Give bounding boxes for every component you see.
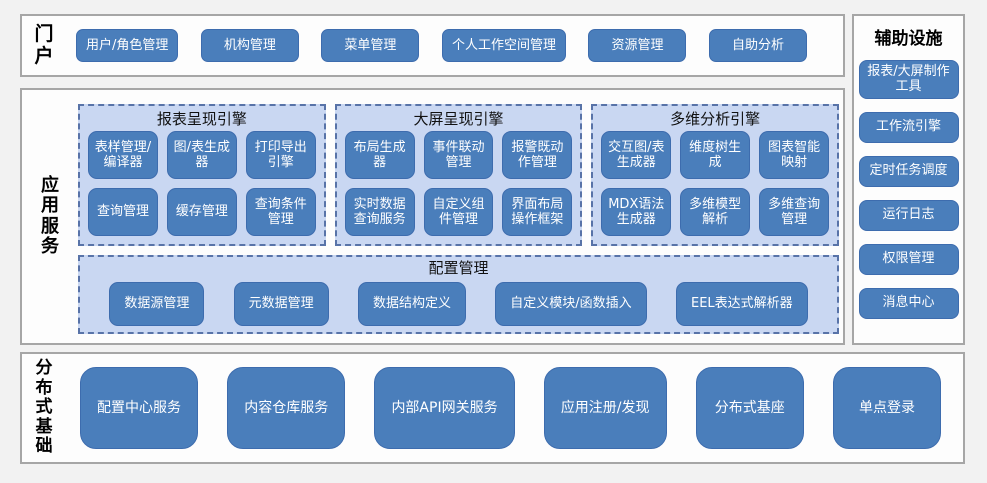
multidim-query-mgmt-button[interactable]: 多维查询管理 — [759, 188, 830, 236]
org-mgmt-button[interactable]: 机构管理 — [200, 29, 299, 62]
self-service-analysis-button[interactable]: 自助分析 — [708, 29, 807, 62]
cache-mgmt-button[interactable]: 缓存管理 — [166, 188, 237, 236]
workflow-engine-button[interactable]: 工作流引擎 — [858, 111, 959, 143]
portal-section-label: 门户 — [34, 23, 54, 67]
config-mgmt-title: 配置管理 — [428, 259, 489, 277]
report-dashboard-authoring-tool-button[interactable]: 报表/大屏制作工具 — [858, 60, 959, 99]
personal-workspace-mgmt-button[interactable]: 个人工作空间管理 — [441, 29, 566, 62]
eel-expression-parser-button[interactable]: EEL表达式解析器 — [676, 281, 808, 326]
print-export-engine-button[interactable]: 打印导出引擎 — [245, 131, 316, 179]
portal-button-row: 用户/角色管理 机构管理 菜单管理 个人工作空间管理 资源管理 自助分析 — [76, 29, 807, 62]
query-condition-mgmt-button[interactable]: 查询条件管理 — [245, 188, 316, 236]
config-mgmt-row: 数据源管理 元数据管理 数据结构定义 自定义模块/函数插入 EEL表达式解析器 — [80, 280, 837, 332]
menu-mgmt-button[interactable]: 菜单管理 — [321, 29, 420, 62]
app-services-section-label: 应用服务 — [41, 175, 59, 257]
engine-row: 报表呈现引擎 表样管理/编译器 图/表生成器 打印导出引擎 查询管理 缓存管理 … — [78, 104, 840, 246]
portal-section: 门户 用户/角色管理 机构管理 菜单管理 个人工作空间管理 资源管理 自助分析 — [20, 14, 845, 77]
chart-table-generator-button[interactable]: 图/表生成器 — [166, 131, 237, 179]
olap-analysis-engine-title: 多维分析引擎 — [670, 110, 761, 128]
internal-api-gateway-service-button[interactable]: 内部API网关服务 — [374, 367, 515, 449]
run-log-button[interactable]: 运行日志 — [858, 199, 959, 231]
alarm-action-mgmt-button[interactable]: 报警既动作管理 — [502, 131, 573, 179]
config-center-service-button[interactable]: 配置中心服务 — [80, 367, 198, 449]
dashboard-engine-grid: 布局生成器 事件联动管理 报警既动作管理 实时数据查询服务 自定义组件管理 界面… — [344, 131, 573, 236]
mdx-syntax-generator-button[interactable]: MDX语法生成器 — [601, 188, 672, 236]
data-structure-definition-button[interactable]: 数据结构定义 — [357, 281, 466, 326]
metadata-mgmt-button[interactable]: 元数据管理 — [233, 281, 329, 326]
custom-module-function-insert-button[interactable]: 自定义模块/函数插入 — [495, 281, 647, 326]
dimension-tree-generation-button[interactable]: 维度树生成 — [680, 131, 751, 179]
distributed-button-row: 配置中心服务 内容仓库服务 内部API网关服务 应用注册/发现 分布式基座 单点… — [80, 367, 941, 449]
app-services-label-column: 应用服务 — [22, 90, 78, 343]
olap-engine-grid: 交互图/表生成器 维度树生成 图表智能映射 MDX语法生成器 多维模型解析 多维… — [601, 131, 830, 236]
report-style-mgmt-compiler-button[interactable]: 表样管理/编译器 — [88, 131, 158, 179]
distributed-base-button[interactable]: 分布式基座 — [695, 367, 804, 449]
message-center-button[interactable]: 消息中心 — [858, 287, 959, 319]
realtime-data-query-service-button[interactable]: 实时数据查询服务 — [344, 188, 415, 236]
datasource-mgmt-button[interactable]: 数据源管理 — [109, 281, 205, 326]
ui-layout-framework-button[interactable]: 界面布局操作框架 — [502, 188, 573, 236]
olap-analysis-engine-group: 多维分析引擎 交互图/表生成器 维度树生成 图表智能映射 MDX语法生成器 多维… — [591, 104, 840, 246]
custom-component-mgmt-button[interactable]: 自定义组件管理 — [423, 188, 494, 236]
app-register-discovery-button[interactable]: 应用注册/发现 — [543, 367, 667, 449]
app-services-section: 应用服务 报表呈现引擎 表样管理/编译器 图/表生成器 打印导出引擎 查询管理 … — [20, 88, 845, 345]
dashboard-rendering-engine-title: 大屏呈现引擎 — [413, 110, 504, 128]
event-linkage-mgmt-button[interactable]: 事件联动管理 — [423, 131, 494, 179]
distributed-foundation-section: 分布式基础 配置中心服务 内容仓库服务 内部API网关服务 应用注册/发现 分布… — [20, 352, 965, 464]
app-services-content: 报表呈现引擎 表样管理/编译器 图/表生成器 打印导出引擎 查询管理 缓存管理 … — [78, 90, 843, 343]
single-sign-on-button[interactable]: 单点登录 — [832, 367, 941, 449]
report-rendering-engine-group: 报表呈现引擎 表样管理/编译器 图/表生成器 打印导出引擎 查询管理 缓存管理 … — [78, 104, 326, 246]
config-mgmt-group: 配置管理 数据源管理 元数据管理 数据结构定义 自定义模块/函数插入 EEL表达… — [78, 255, 839, 334]
layout-generator-button[interactable]: 布局生成器 — [344, 131, 415, 179]
interactive-chart-generator-button[interactable]: 交互图/表生成器 — [601, 131, 672, 179]
dashboard-rendering-engine-group: 大屏呈现引擎 布局生成器 事件联动管理 报警既动作管理 实时数据查询服务 自定义… — [334, 104, 583, 246]
permission-mgmt-button[interactable]: 权限管理 — [858, 243, 959, 275]
report-rendering-engine-title: 报表呈现引擎 — [156, 110, 247, 128]
query-mgmt-button[interactable]: 查询管理 — [88, 188, 158, 236]
user-role-mgmt-button[interactable]: 用户/角色管理 — [76, 29, 179, 62]
report-engine-grid: 表样管理/编译器 图/表生成器 打印导出引擎 查询管理 缓存管理 查询条件管理 — [88, 131, 316, 236]
auxiliary-section-title: 辅助设施 — [874, 29, 943, 49]
chart-smart-mapping-button[interactable]: 图表智能映射 — [759, 131, 830, 179]
multidim-model-parsing-button[interactable]: 多维模型解析 — [680, 188, 751, 236]
content-repo-service-button[interactable]: 内容仓库服务 — [227, 367, 346, 449]
distributed-foundation-label: 分布式基础 — [35, 358, 53, 457]
auxiliary-section: 辅助设施 报表/大屏制作工具 工作流引擎 定时任务调度 运行日志 权限管理 消息… — [852, 14, 965, 345]
scheduled-task-scheduler-button[interactable]: 定时任务调度 — [858, 155, 959, 187]
resource-mgmt-button[interactable]: 资源管理 — [588, 29, 687, 62]
